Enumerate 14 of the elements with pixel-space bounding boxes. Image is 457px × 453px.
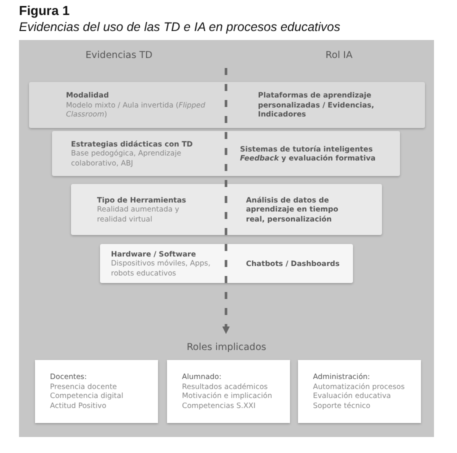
arrow <box>222 68 230 334</box>
figure-caption: Evidencias del uso de las TD e IA en procesos educativos <box>19 20 340 34</box>
band-box <box>100 244 353 283</box>
column-heading: Evidencias TD <box>84 50 154 61</box>
role-card <box>35 360 158 423</box>
section-heading: Roles implicados <box>186 342 266 353</box>
panel-background <box>19 40 434 437</box>
column-heading: Rol IA <box>324 50 354 61</box>
band-box <box>29 82 425 128</box>
figure-title: Figura 1 <box>19 3 70 18</box>
role-card <box>298 360 421 423</box>
role-card <box>167 360 290 423</box>
band-box <box>71 184 382 235</box>
band-box <box>52 131 400 176</box>
